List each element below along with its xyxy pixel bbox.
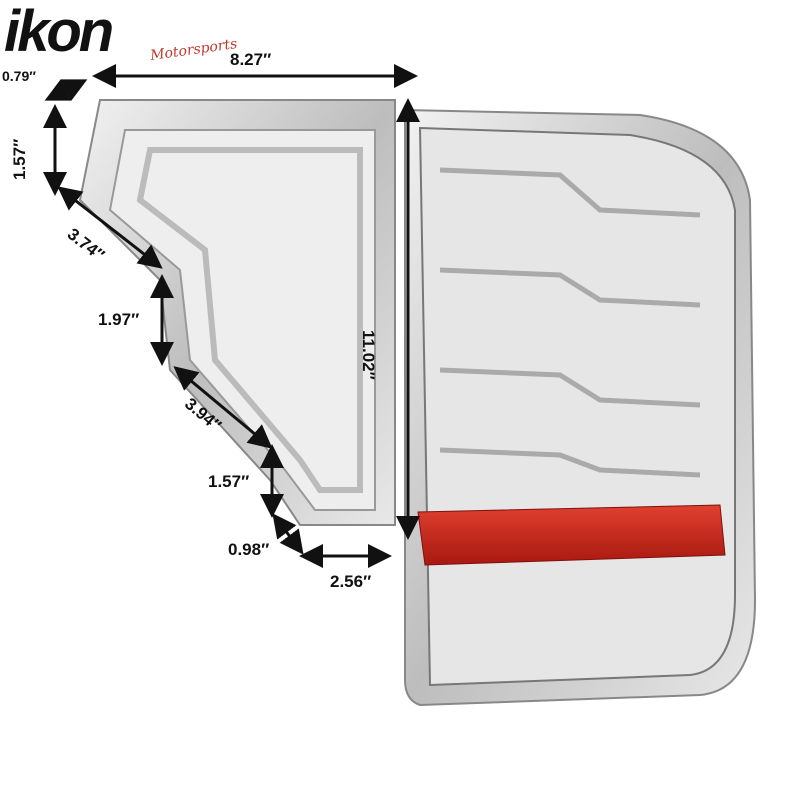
label-bottom-width: 2.56″ [330, 572, 372, 591]
label-overall-height: 11.02″ [359, 330, 378, 380]
label-vertical-low: 1.57″ [208, 472, 250, 491]
ikon-logo: ikon [4, 0, 114, 64]
arrow-bottom-depth [272, 513, 304, 555]
arrow-diag-lower [173, 366, 273, 449]
label-top-depth: 0.79″ [2, 68, 36, 84]
red-reflector [417, 504, 726, 566]
label-vertical-mid: 1.97″ [98, 310, 140, 329]
label-overall-width: 8.27″ [230, 50, 272, 69]
arrow-top-depth [44, 79, 88, 101]
label-inner-top: 1.57″ [10, 138, 29, 180]
label-bottom-depth: 0.98″ [228, 540, 270, 559]
arrow-diag-upper [57, 186, 163, 269]
